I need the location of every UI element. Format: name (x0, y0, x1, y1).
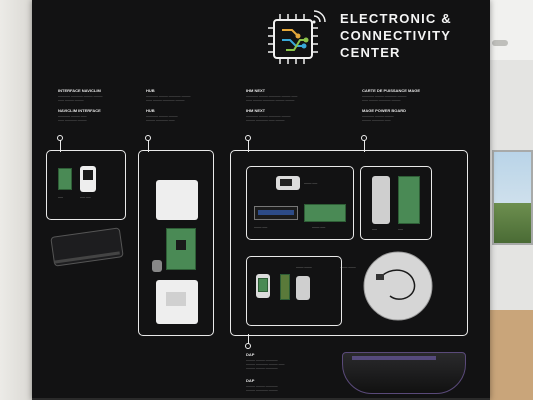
power-board-housing (372, 176, 390, 224)
label-sensor: ——— ——— (296, 266, 312, 269)
window (492, 150, 533, 245)
dot-hub (145, 135, 151, 141)
frame-hub (138, 150, 214, 336)
section-subtitle-ihm: IHM NEXT (246, 108, 266, 113)
section-title-ihm: IHM NEXT (246, 88, 266, 93)
label-probe: ——— ——— (340, 266, 356, 269)
dot-carte (361, 135, 367, 141)
sensor-board-2 (280, 274, 290, 300)
section-text2-ihm: ———— ——— ———— —————— ———— —— ——— (246, 114, 291, 122)
section-subtitle-carte: MAGE POWER BOARD (362, 108, 406, 113)
board-title: ELECTRONIC & CONNECTIVITY CENTER (340, 11, 452, 60)
ceiling-light (492, 40, 508, 46)
connector-dap (248, 334, 249, 348)
hub-chip (176, 240, 186, 250)
label-ihm-display: ——— —— (304, 182, 318, 185)
ihm-board (304, 204, 346, 222)
frame-interface (46, 150, 126, 220)
label-ihm-panel: ——— —— (254, 226, 268, 229)
section-title-carte: CARTE DE PUISSANCE MAGE (362, 88, 421, 93)
section-title-dap: DAP (246, 352, 255, 357)
ihm-panel-leds (258, 210, 294, 215)
ihm-display-screen (280, 179, 292, 186)
board-base (32, 398, 490, 400)
frame-carte-inner (360, 166, 432, 240)
power-board (398, 176, 420, 224)
frame-ihm-carte (230, 150, 468, 336)
section-title-hub: HUB (146, 88, 155, 93)
label-power-housing: —— (372, 228, 377, 231)
sensor-board (258, 278, 268, 292)
frame-ihm-inner (246, 166, 354, 240)
hub-small-part (152, 260, 162, 272)
temperature-probe-display (363, 251, 433, 321)
hub-device-2-face (166, 292, 186, 306)
remote-screen (83, 170, 93, 180)
label-power-board: —— (398, 228, 403, 231)
section-text-hub: ———— ——— ———— ————— ——— ———— ——— (146, 94, 191, 102)
tree-view (494, 203, 531, 243)
section-text2-hub: ———— ——— —————— ———— —— (146, 114, 178, 122)
section-text2-dap: ——— ——— ——————— ———— ——— (246, 384, 278, 392)
label-ihm-board: ——— —— (312, 226, 326, 229)
dot-dap (245, 343, 251, 349)
section-text-ihm: ———— ——— ———— ——— ———— ——— ———— ——— ——— (246, 94, 298, 102)
section-text-dap: ——— ——— ——————— ———— ——— ————— ——— ———— (246, 358, 285, 370)
section-subtitle-interface: NAVICLIM INTERFACE (58, 108, 101, 113)
hub-device (156, 180, 198, 220)
chip-logo-icon (268, 10, 326, 64)
section-subtitle-hub: HUB (146, 108, 155, 113)
dot-ihm (245, 135, 251, 141)
sensor-module (296, 276, 310, 300)
section-text-interface: ———— ———— ——— ————— ——— ——— (58, 94, 103, 102)
connector-ihm (248, 138, 249, 152)
connector-hub (148, 138, 149, 152)
section-subtitle-dap: DAP (246, 378, 255, 383)
naviclim-board (58, 168, 72, 190)
label-interface-board: —— (58, 196, 63, 199)
section-text-carte: ———— ——— ———— ————— ——— ———— ——— (362, 94, 407, 102)
section-text2-interface: ———— ——— ———— ———— ——— (58, 114, 87, 122)
dot-interface (57, 135, 63, 141)
section-text2-carte: ———— ——— —————— ———— —— (362, 114, 394, 122)
frame-sensor-inner (246, 256, 342, 326)
wood-floor (482, 310, 533, 400)
label-interface-remote: —— —— (80, 196, 91, 199)
connector-carte (364, 138, 365, 152)
ceiling (482, 0, 533, 60)
connector-interface (60, 138, 61, 152)
dap-light-bar (352, 356, 436, 360)
section-title-interface: INTERFACE NAVICLIM (58, 88, 101, 93)
